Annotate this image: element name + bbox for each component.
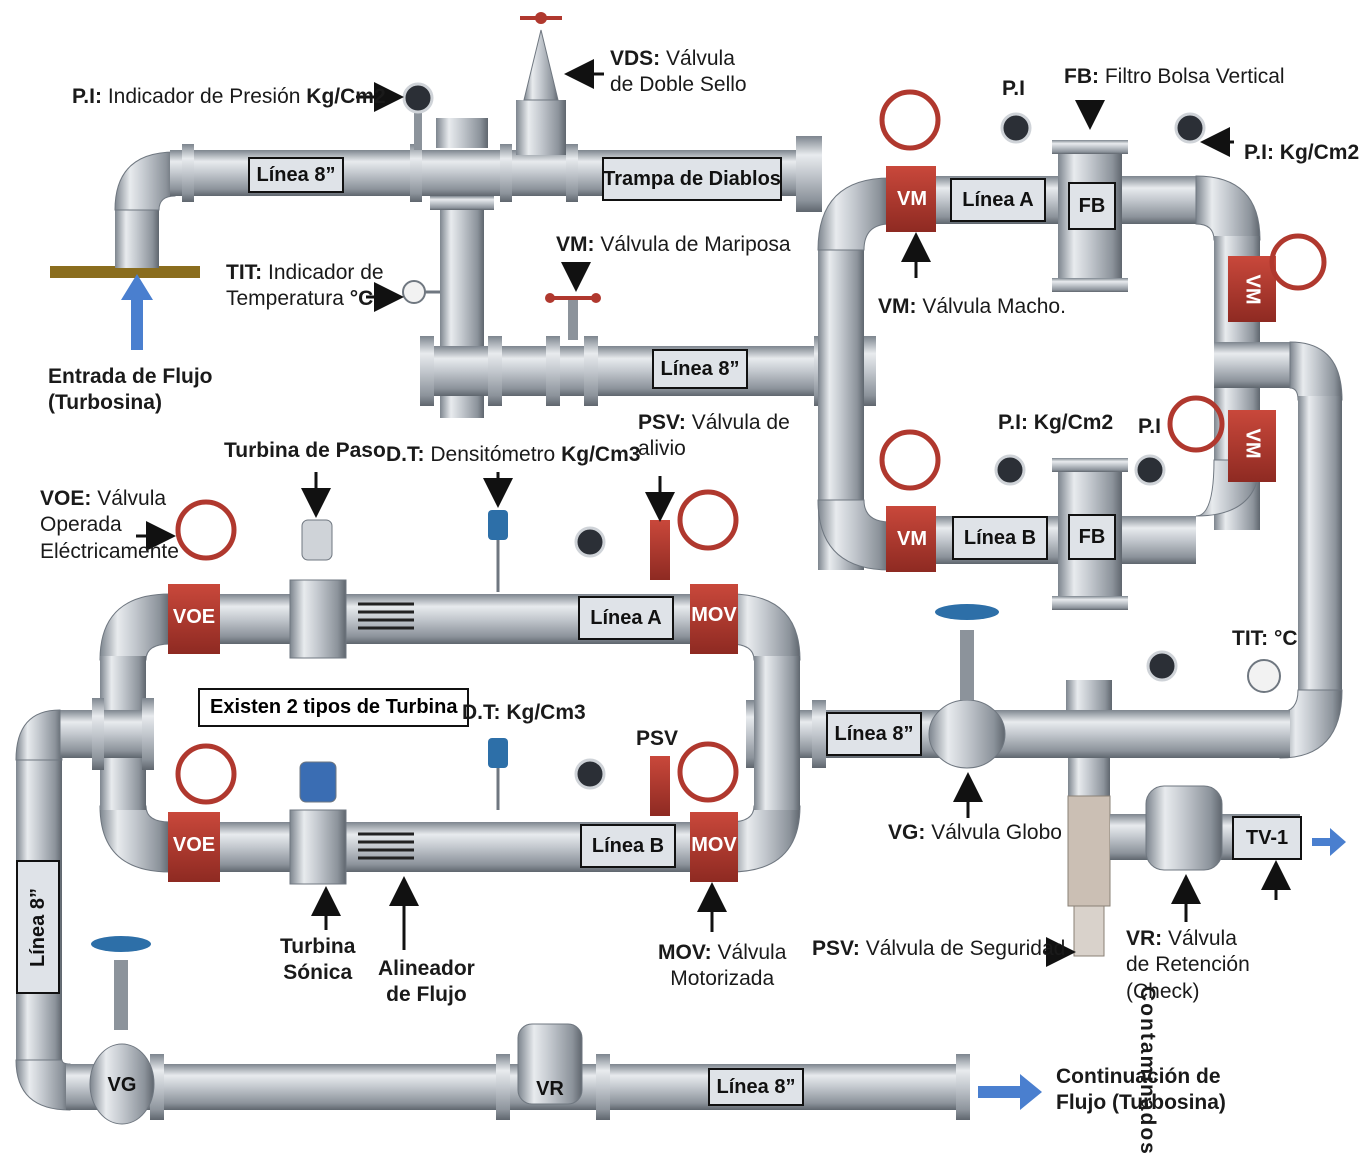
entrada-flujo-label: Entrada de Flujo(Turbosina) (48, 365, 213, 415)
vds-valve-body (516, 100, 566, 155)
psv-safety-valve (1067, 795, 1111, 907)
pipe-label-tv1: TV-1 (1232, 816, 1302, 860)
pipe-outer-right (1298, 396, 1342, 696)
pipe-label-fb2: FB (1068, 514, 1116, 560)
turbina-paso-label: Turbina de Paso (224, 439, 386, 462)
vm-valve-1 (886, 166, 936, 232)
psv2-label: PSV (636, 727, 679, 750)
pipe-label-fb1: FB (1068, 182, 1116, 230)
pipe-label-trampa: Trampa de Diablos (602, 157, 782, 201)
mov-valve-1 (690, 584, 738, 654)
pipe-middle (420, 346, 870, 396)
pipe-tee-vertical (440, 200, 484, 350)
vg-valve-bottom (89, 1043, 155, 1125)
pi-lineb-label: P.I: Kg/Cm2 (998, 411, 1114, 434)
pipe-label-linea-a-right: Línea A (950, 178, 1046, 222)
turbine-paso (289, 579, 347, 659)
valve-tag-mov1: MOV (691, 604, 737, 626)
pi-top-label: P.I: Indicador de Presión Kg/Cm2 (72, 85, 386, 108)
pipe-riser (115, 200, 159, 268)
pipe-label-linea8-bottom: Línea 8” (708, 1068, 804, 1106)
flow-arrow-tv1 (1312, 828, 1346, 856)
valve-tag-voe1: VOE (172, 606, 216, 628)
valve-tag-vm1: VM (897, 188, 927, 210)
process-diagram: P.I: Indicador de Presión Kg/Cm2 VDS: Vá… (15, 12, 1360, 1156)
vm-macho-label: VM: Válvula Macho. (878, 295, 1066, 318)
pressure-gauge-icon (402, 82, 434, 114)
flow-arrow-entrada (121, 274, 153, 350)
valve-tag-mov2: MOV (691, 834, 737, 856)
fb-label: FB: Filtro Bolsa Vertical (1064, 65, 1285, 88)
mov-valve-2 (690, 812, 738, 882)
temperature-gauge-icon (402, 280, 426, 304)
check-valve-right (1145, 785, 1223, 871)
valve-tag-vm2: VM (897, 528, 927, 550)
valve-tag-vg: VG (107, 1074, 137, 1096)
valve-tag-voe2: VOE (172, 834, 216, 856)
vm-mariposa-label: VM: Válvula de Mariposa (556, 233, 791, 256)
ground-plate (50, 266, 200, 278)
valve-tag-vm4: VM (1241, 428, 1264, 459)
pipe-label-linea-a-left: Línea A (578, 596, 674, 640)
valve-tag-vm3: VM (1241, 274, 1264, 305)
valve-tag-vr: VR (536, 1078, 564, 1100)
dt-label: D.T: Densitómetro Kg/Cm3 (386, 443, 641, 466)
pipe-label-linea8-top: Línea 8” (248, 157, 344, 193)
globe-valve (928, 699, 1006, 769)
pipe-label-linea-b-left: Línea B (580, 824, 676, 868)
existen-turbinas-box: Existen 2 tipos de Turbina (198, 688, 470, 727)
vr-valve-bottom (517, 1023, 583, 1105)
voe-valve-2 (168, 812, 220, 882)
flow-arrow-continuacion (978, 1074, 1042, 1110)
pipe-label-linea8-right: Línea 8” (826, 712, 922, 756)
pipe-label-linea-b-right: Línea B (952, 516, 1048, 560)
voe-valve-1 (168, 584, 220, 654)
vg-label: VG: Válvula Globo (888, 821, 1062, 844)
tit2-label: TIT: °C (1232, 627, 1298, 650)
pipe-bottom (66, 1064, 966, 1110)
turbine-sonica (289, 809, 347, 885)
psv-seguridad-label: PSV: Válvula de Seguridad (812, 937, 1066, 960)
pi-right2-label: P.I: Kg/Cm2 (1244, 141, 1360, 164)
pi-lineb2-label: P.I (1138, 415, 1161, 438)
pipe-label-linea8-mid: Línea 8” (652, 349, 748, 389)
pi-right1-label: P.I (1002, 77, 1025, 100)
dt2-label: D.T: Kg/Cm3 (462, 701, 586, 724)
pipe-label-linea8-vertical: Línea 8” (16, 860, 60, 994)
